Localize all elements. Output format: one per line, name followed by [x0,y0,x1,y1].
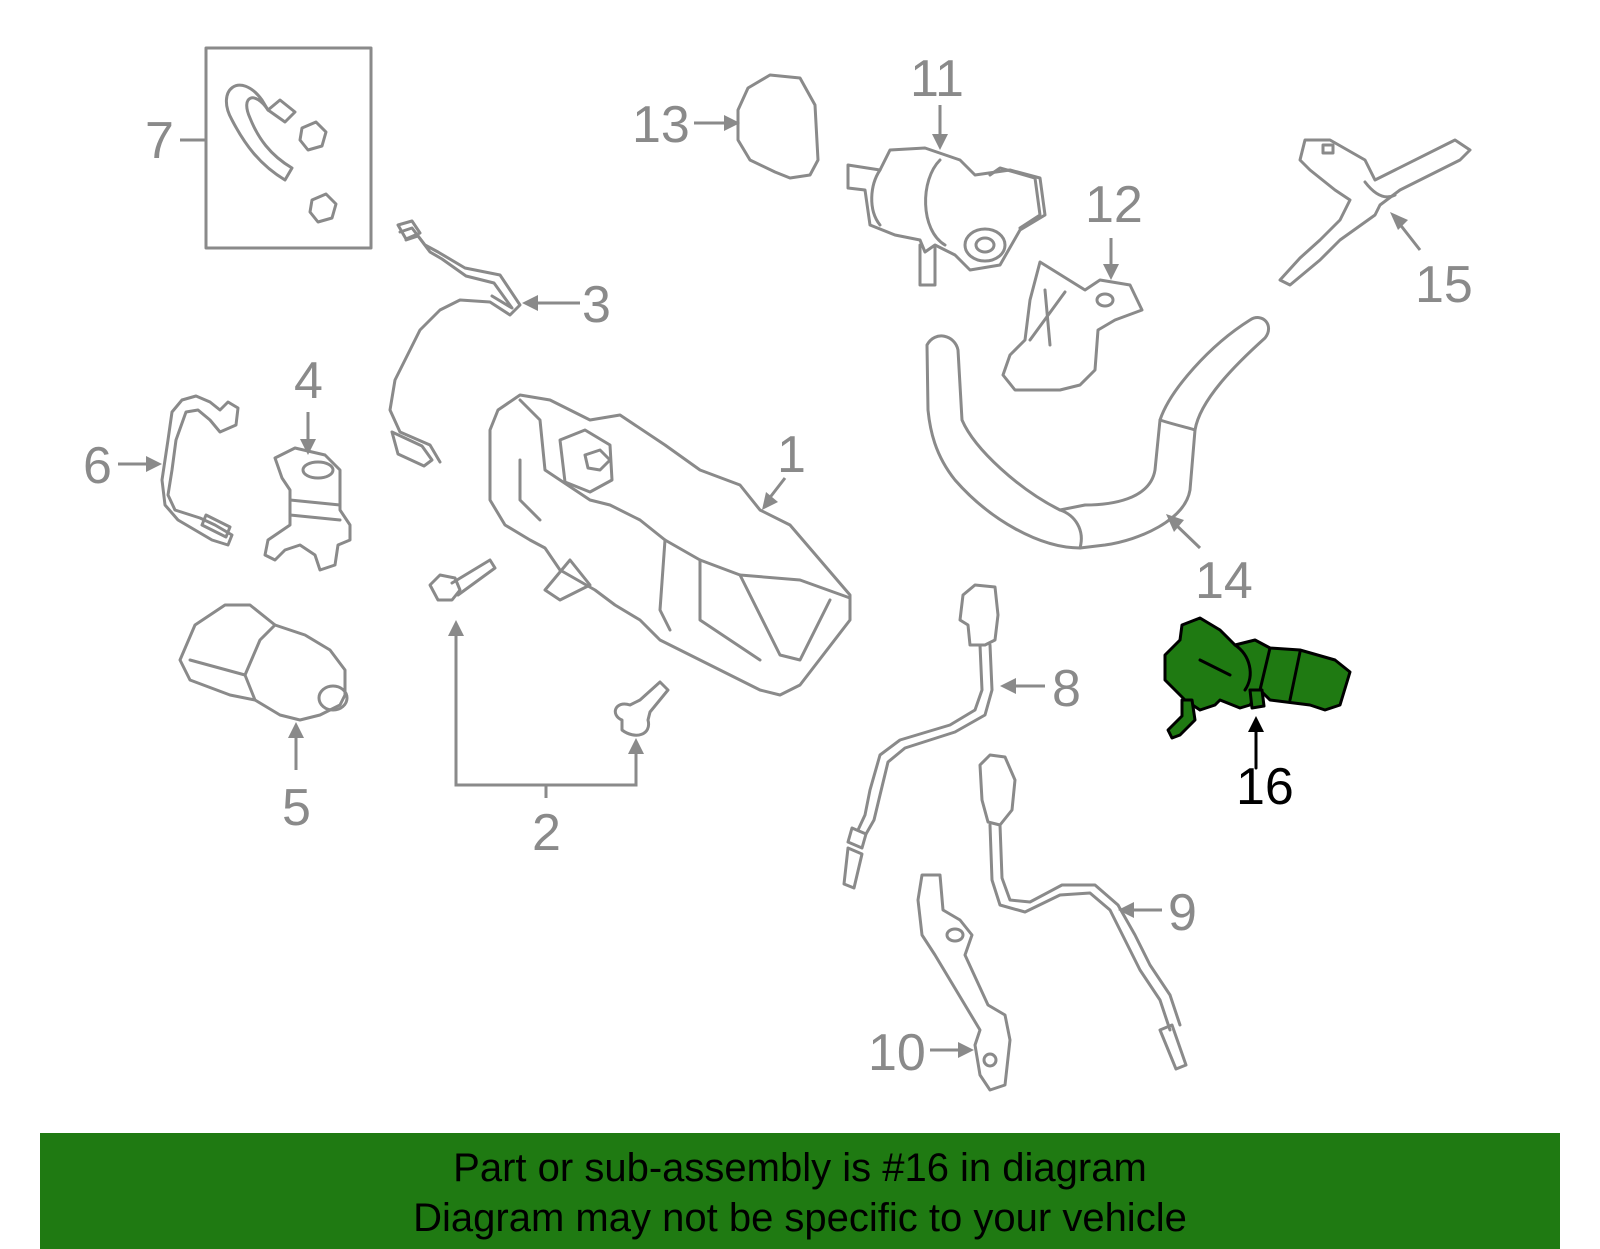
part-8-sensor[interactable] [842,583,1000,890]
part-2-bolts[interactable] [428,558,670,737]
callout-label-14: 14 [1195,552,1253,610]
callout-5: 5 [282,722,311,837]
callout-15: 15 [1390,212,1473,314]
callout-label-16: 16 [1236,758,1294,816]
callout-2: 2 [448,620,644,862]
diagram-canvas: 7 3 13 11 [83,46,1473,1092]
banner-line-part: Part or sub-assembly is #16 in diagram [453,1146,1147,1190]
part-11-valve[interactable] [846,146,1047,287]
callout-4: 4 [294,352,323,455]
part-9-sensor[interactable] [978,753,1188,1071]
banner-line-disclaimer: Diagram may not be specific to your vehi… [413,1196,1187,1240]
part-1-canister[interactable] [488,393,852,697]
callout-label-9: 9 [1168,884,1197,942]
callout-label-12: 12 [1085,176,1143,234]
callout-label-1: 1 [777,426,806,484]
callout-label-3: 3 [582,276,611,334]
callout-14: 14 [1166,514,1253,610]
callout-label-5: 5 [282,779,311,837]
callout-3: 3 [522,276,611,334]
part-15-bracket-fitting[interactable] [1278,138,1472,287]
callout-label-6: 6 [83,437,112,495]
callout-label-11: 11 [910,50,964,108]
part-12-bracket[interactable] [1001,260,1144,392]
callout-13: 13 [632,96,740,154]
info-banner: Part or sub-assembly is #16 in diagram D… [40,1133,1560,1249]
part-16-sensor-highlighted[interactable] [1163,616,1352,740]
callout-1: 1 [762,426,806,510]
callout-10: 10 [868,1024,974,1082]
callout-label-7: 7 [145,112,174,170]
part-7-kit[interactable] [204,46,373,250]
callout-6: 6 [83,437,162,495]
callout-7: 7 [145,112,206,170]
part-5-module[interactable] [178,603,349,722]
part-14-hose[interactable] [925,316,1271,550]
callout-11: 11 [910,50,964,150]
part-3-tube[interactable] [388,219,522,468]
callout-12: 12 [1085,176,1143,280]
callout-9: 9 [1118,884,1197,942]
part-6-sensor[interactable] [160,394,240,547]
callout-label-2: 2 [532,804,561,862]
callout-label-15: 15 [1415,256,1473,314]
part-13-cap[interactable] [736,73,820,180]
part-10-bracket[interactable] [916,873,1012,1092]
part-4-valve[interactable] [263,446,352,572]
callout-label-13: 13 [632,96,690,154]
callout-label-10: 10 [868,1024,926,1082]
callout-label-8: 8 [1052,660,1081,718]
callout-8: 8 [1000,660,1081,718]
callout-label-4: 4 [294,352,323,410]
callout-16: 16 [1236,716,1294,816]
